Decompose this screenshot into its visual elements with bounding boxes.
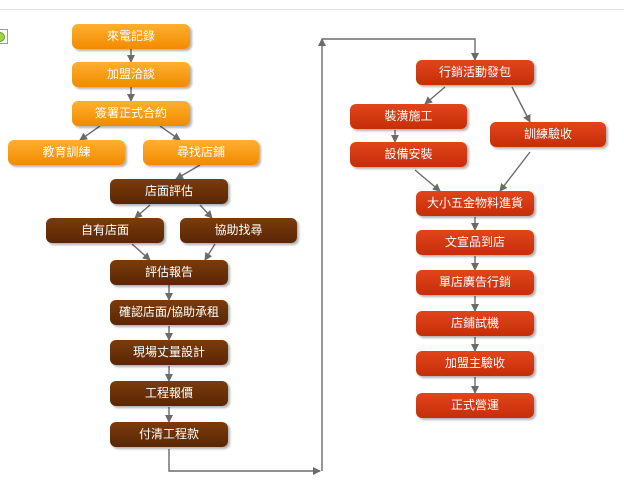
arrow-eval-to-assist: [199, 204, 213, 219]
arrow-findstore-to-eval: [175, 164, 201, 180]
step-sign-contract: 簽署正式合約: [72, 101, 190, 126]
arrow-equipment-to-stock: [414, 169, 441, 192]
expand-toggle[interactable]: [0, 29, 8, 44]
arrow-own-to-report: [131, 243, 151, 261]
arrow-marketing-to-decoration: [424, 86, 446, 105]
step-formal-operation: 正式營運: [416, 393, 534, 418]
step-evaluation-report: 評估報告: [110, 260, 228, 285]
step-store-evaluation: 店面評估: [110, 179, 228, 204]
step-education-training: 教育訓練: [8, 140, 125, 165]
arrow-eval-to-own: [134, 204, 151, 219]
step-stationery-arrival: 文宣品到店: [416, 230, 534, 255]
arrow-pay-to-bottom: [168, 449, 321, 475]
step-assist-search: 協助找尋: [180, 218, 297, 243]
step-store-trial: 店鋪試機: [416, 311, 534, 336]
step-site-survey: 現場丈量設計: [110, 340, 228, 365]
step-franchise-talk: 加盟洽談: [72, 62, 190, 87]
step-franchisor-check: 加盟主驗收: [416, 351, 534, 376]
step-pay-engineering: 付清工程款: [110, 422, 228, 447]
arrow-trainingcheck-to-stock: [499, 151, 531, 192]
arrow-sign-to-findstore: [159, 125, 181, 141]
arrow-marketing-to-trainingcheck: [511, 86, 531, 123]
step-confirm-lease: 確認店面/協助承租: [110, 300, 228, 325]
step-marketing-package: 行銷活動發包: [416, 60, 534, 85]
step-store-ads: 單店廣告行銷: [416, 270, 534, 295]
step-decoration: 裝潢施工: [350, 104, 467, 129]
step-own-store: 自有店面: [46, 218, 164, 243]
step-find-store: 尋找店鋪: [143, 140, 259, 165]
step-equipment-install: 設備安裝: [350, 142, 467, 167]
step-training-check: 訓練驗收: [490, 122, 606, 147]
arrow-sign-to-training: [79, 125, 101, 141]
arrow-assist-to-report: [204, 243, 216, 261]
step-call-record: 來電記錄: [72, 24, 190, 49]
arrow-top-to-marketing: [322, 38, 479, 61]
step-hardware-stock: 大小五金物料進貨: [416, 191, 534, 216]
top-divider: [0, 9, 624, 10]
step-engineering-quote: 工程報價: [110, 381, 228, 406]
